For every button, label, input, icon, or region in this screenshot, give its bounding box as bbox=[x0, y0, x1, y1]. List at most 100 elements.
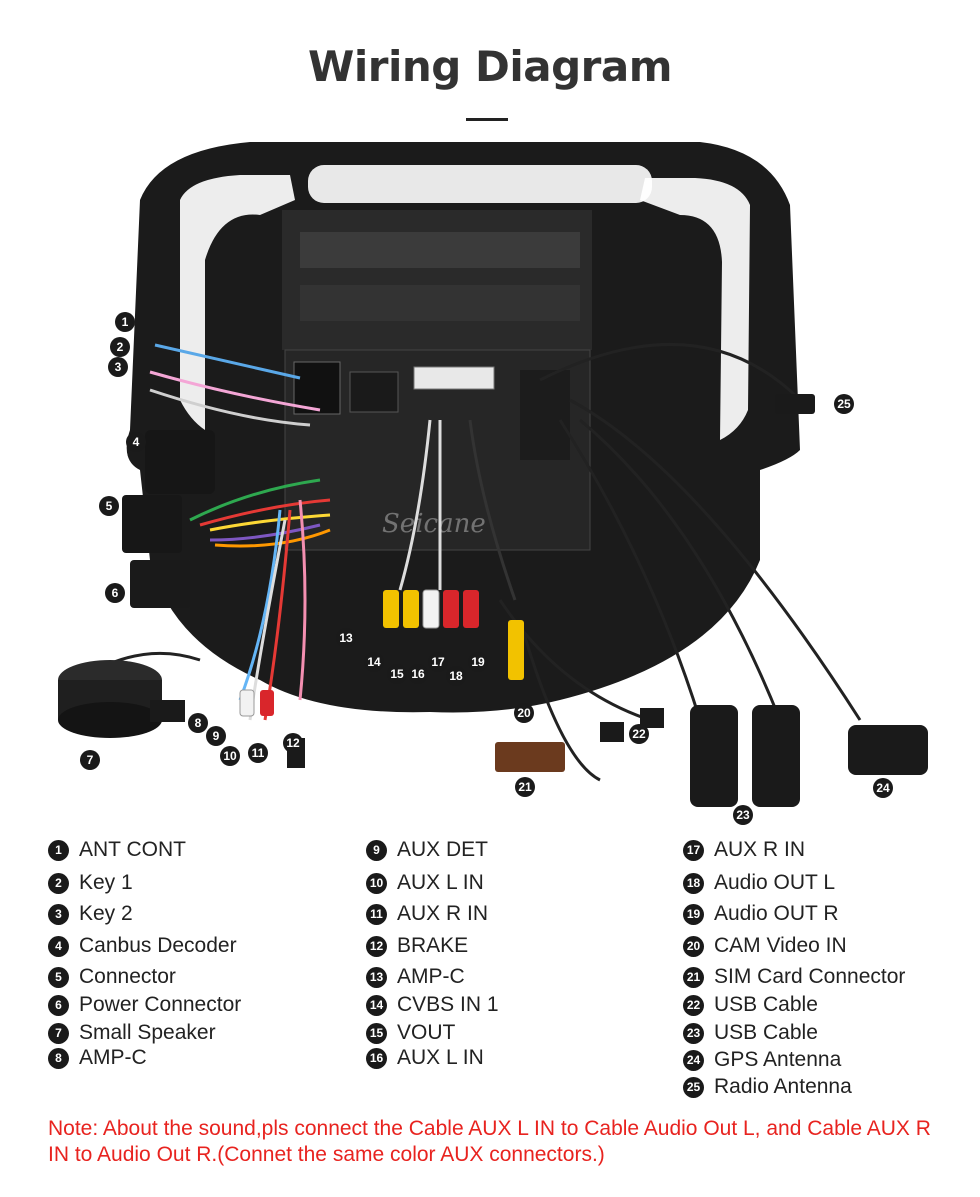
callout-25: 25 bbox=[834, 394, 854, 414]
legend-label: Audio OUT L bbox=[714, 871, 836, 894]
legend-item: 20 CAM Video IN bbox=[683, 934, 847, 958]
legend-item: 8 AMP-C bbox=[48, 1046, 147, 1070]
legend-number: 18 bbox=[683, 872, 704, 894]
legend-item: 11 AUX R IN bbox=[366, 902, 488, 926]
legend-item: 9 AUX DET bbox=[366, 838, 488, 862]
callout-9: 9 bbox=[206, 726, 226, 746]
legend-label: SIM Card Connector bbox=[714, 965, 906, 988]
title-underline bbox=[466, 118, 508, 121]
legend-label: AMP-C bbox=[79, 1046, 147, 1069]
legend-number: 22 bbox=[683, 994, 704, 1016]
callout-16: 16 bbox=[408, 664, 428, 684]
callout-4: 4 bbox=[126, 432, 146, 452]
radio-antenna-plug bbox=[775, 394, 815, 414]
legend-item: 16 AUX L IN bbox=[366, 1046, 484, 1070]
callout-18: 18 bbox=[446, 666, 466, 686]
legend-number: 11 bbox=[366, 903, 387, 925]
legend-number: 15 bbox=[366, 1022, 387, 1044]
legend-item: 2 Key 1 bbox=[48, 871, 133, 895]
legend-label: AUX L IN bbox=[397, 871, 484, 894]
legend-number: 21 bbox=[683, 966, 704, 988]
legend-number: 24 bbox=[683, 1049, 704, 1071]
legend-number: 4 bbox=[48, 935, 69, 957]
page-title: Wiring Diagram bbox=[308, 42, 672, 91]
callout-1: 1 bbox=[115, 312, 135, 332]
callout-2: 2 bbox=[110, 337, 130, 357]
callout-7: 7 bbox=[80, 750, 100, 770]
small-speaker bbox=[58, 660, 185, 738]
usb-cable-b bbox=[752, 705, 800, 807]
legend-number: 8 bbox=[48, 1047, 69, 1069]
legend-number: 19 bbox=[683, 903, 704, 925]
legend-item: 25 Radio Antenna bbox=[683, 1075, 852, 1099]
callout-6: 6 bbox=[105, 583, 125, 603]
legend-item: 23 USB Cable bbox=[683, 1021, 818, 1045]
legend-label: USB Cable bbox=[714, 993, 818, 1016]
legend-number: 25 bbox=[683, 1076, 704, 1098]
legend-label: Key 1 bbox=[79, 871, 133, 894]
legend-item: 24 GPS Antenna bbox=[683, 1048, 841, 1072]
legend-item: 17 AUX R IN bbox=[683, 838, 805, 862]
legend-item: 19 Audio OUT R bbox=[683, 902, 839, 926]
legend-number: 16 bbox=[366, 1047, 387, 1069]
watermark-text: Seicane bbox=[382, 509, 486, 539]
callout-22: 22 bbox=[629, 724, 649, 744]
legend-label: Canbus Decoder bbox=[79, 934, 237, 957]
legend-number: 9 bbox=[366, 839, 387, 861]
legend-label: USB Cable bbox=[714, 1021, 818, 1044]
callout-5: 5 bbox=[99, 496, 119, 516]
legend-number: 17 bbox=[683, 839, 704, 861]
legend-label: GPS Antenna bbox=[714, 1048, 842, 1071]
legend-number: 7 bbox=[48, 1022, 69, 1044]
legend-number: 23 bbox=[683, 1022, 704, 1044]
legend-number: 1 bbox=[48, 839, 69, 861]
callout-17: 17 bbox=[428, 652, 448, 672]
legend-label: AMP-C bbox=[397, 965, 465, 988]
legend-label: AUX R IN bbox=[714, 838, 806, 861]
callout-21: 21 bbox=[515, 777, 535, 797]
callout-8: 8 bbox=[188, 713, 208, 733]
legend-label: BRAKE bbox=[397, 934, 469, 957]
legend-label: AUX DET bbox=[397, 838, 489, 861]
callout-23: 23 bbox=[733, 805, 753, 825]
callout-11: 11 bbox=[248, 743, 268, 763]
power-connector bbox=[130, 560, 190, 608]
callout-10: 10 bbox=[220, 746, 240, 766]
legend-number: 10 bbox=[366, 872, 387, 894]
legend-label: Audio OUT R bbox=[714, 902, 839, 925]
legend-item: 5 Connector bbox=[48, 965, 176, 989]
head-unit-illustration: Seicane bbox=[58, 142, 928, 807]
gps-antenna bbox=[848, 725, 928, 775]
callout-3: 3 bbox=[108, 357, 128, 377]
callout-19: 19 bbox=[468, 652, 488, 672]
legend-label: ANT CONT bbox=[79, 838, 186, 861]
legend-number: 6 bbox=[48, 994, 69, 1016]
sound-connection-note: Note: About the sound,pls connect the Ca… bbox=[48, 1117, 931, 1166]
legend-label: Key 2 bbox=[79, 902, 133, 925]
legend-item: 21 SIM Card Connector bbox=[683, 965, 905, 989]
legend-item: 18 Audio OUT L bbox=[683, 871, 835, 895]
callout-20: 20 bbox=[514, 703, 534, 723]
legend-label: AUX R IN bbox=[397, 902, 489, 925]
legend-label: Connector bbox=[79, 965, 176, 988]
legend-number: 20 bbox=[683, 935, 704, 957]
legend-label: CAM Video IN bbox=[714, 934, 847, 957]
connector-block bbox=[122, 495, 182, 553]
legend-number: 5 bbox=[48, 966, 69, 988]
rca-plugs bbox=[239, 589, 524, 717]
legend-label: CVBS IN 1 bbox=[397, 993, 499, 1016]
legend-label: VOUT bbox=[397, 1021, 456, 1044]
legend-item: 22 USB Cable bbox=[683, 993, 818, 1017]
usb-plug-b bbox=[640, 708, 664, 728]
legend-number: 2 bbox=[48, 872, 69, 894]
legend-label: Radio Antenna bbox=[714, 1075, 852, 1098]
legend-item: 4 Canbus Decoder bbox=[48, 934, 237, 958]
legend-label: AUX L IN bbox=[397, 1046, 484, 1069]
callout-15: 15 bbox=[387, 664, 407, 684]
